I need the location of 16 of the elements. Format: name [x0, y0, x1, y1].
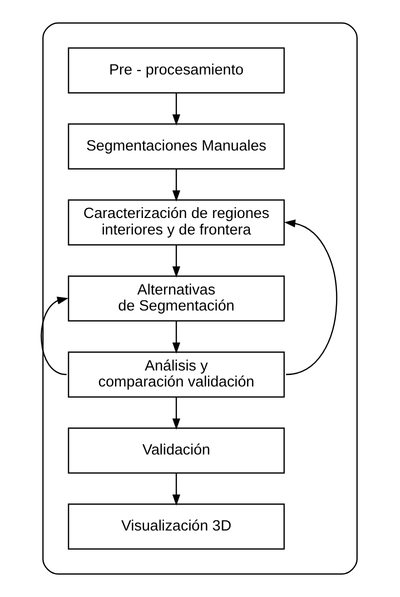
arrow [284, 220, 338, 376]
node-box: Visualización 3D [68, 504, 285, 550]
node-box: Validación [68, 428, 285, 474]
node-box: Análisis y comparación validación [68, 351, 285, 398]
node-box: Segmentaciones Manuales [68, 123, 285, 170]
cluster [42, 22, 358, 575]
arrow [40, 296, 68, 376]
arrow [172, 321, 180, 354]
arrow [172, 168, 180, 202]
arrow [172, 245, 180, 278]
node-box: Caracterización de regiones interiores y de frontera [68, 199, 285, 246]
arrow [172, 92, 180, 126]
node-box: Alternativas de Segmentación [68, 275, 285, 322]
arrow [172, 473, 180, 506]
arrow [172, 397, 180, 430]
node-box: Pre - procesamiento [68, 47, 285, 94]
